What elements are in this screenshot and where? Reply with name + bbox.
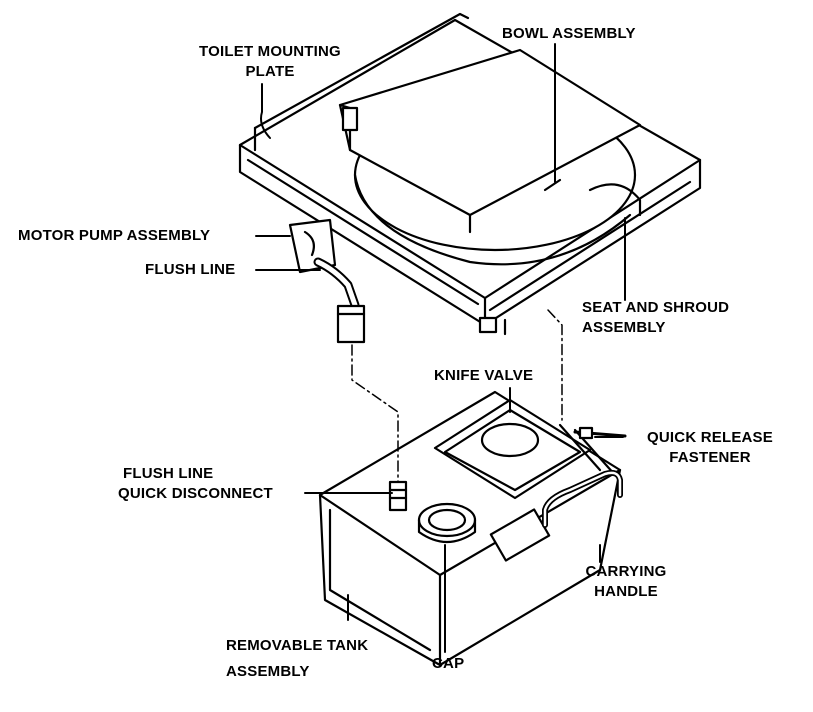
carrying-handle-part <box>542 469 623 528</box>
label-quick-release-line1: QUICK RELEASE <box>647 429 773 446</box>
label-toilet-mounting-plate-line2: PLATE <box>245 63 295 80</box>
label-removable-tank-line2: ASSEMBLY <box>226 663 310 680</box>
alignment-lines <box>351 309 563 483</box>
label-bowl-assembly: BOWL ASSEMBLY <box>502 25 636 42</box>
label-toilet-mounting-plate: TOILET MOUNTING PLATE <box>180 42 360 82</box>
cap-part <box>417 502 477 543</box>
label-quick-release-fastener: QUICK RELEASE FASTENER <box>630 428 790 468</box>
label-removable-tank-assembly: REMOVABLE TANK ASSEMBLY <box>226 636 368 682</box>
label-seat-and-shroud-assembly: SEAT AND SHROUD ASSEMBLY <box>582 298 729 338</box>
label-knife-valve: KNIFE VALVE <box>434 367 534 384</box>
label-carrying-handle: CARRYING HANDLE <box>576 562 676 602</box>
bowl-assembly-part <box>338 48 642 266</box>
quick-disconnect-part <box>388 480 408 512</box>
label-flush-line: FLUSH LINE <box>145 261 236 278</box>
label-carrying-handle-line1: CARRYING <box>585 563 667 580</box>
label-quick-release-line2: FASTENER <box>669 449 751 466</box>
leader-lines <box>255 43 626 653</box>
label-seat-and-shroud-line2: ASSEMBLY <box>582 319 666 336</box>
label-cap: CAP <box>432 655 465 672</box>
label-motor-pump-assembly: MOTOR PUMP ASSEMBLY <box>18 227 211 244</box>
quick-release-part <box>573 426 627 440</box>
label-flush-line-qd-line2: QUICK DISCONNECT <box>118 485 273 502</box>
label-flush-line-quick-disconnect: FLUSH LINE QUICK DISCONNECT <box>118 464 273 504</box>
motor-pump-part <box>288 218 366 344</box>
label-carrying-handle-line2: HANDLE <box>594 583 658 600</box>
label-flush-line-qd-line1: FLUSH LINE <box>123 465 214 482</box>
label-seat-and-shroud-line1: SEAT AND SHROUD <box>582 299 730 316</box>
label-removable-tank-line1: REMOVABLE TANK <box>226 637 369 654</box>
label-toilet-mounting-plate-line1: TOILET MOUNTING <box>199 43 341 60</box>
